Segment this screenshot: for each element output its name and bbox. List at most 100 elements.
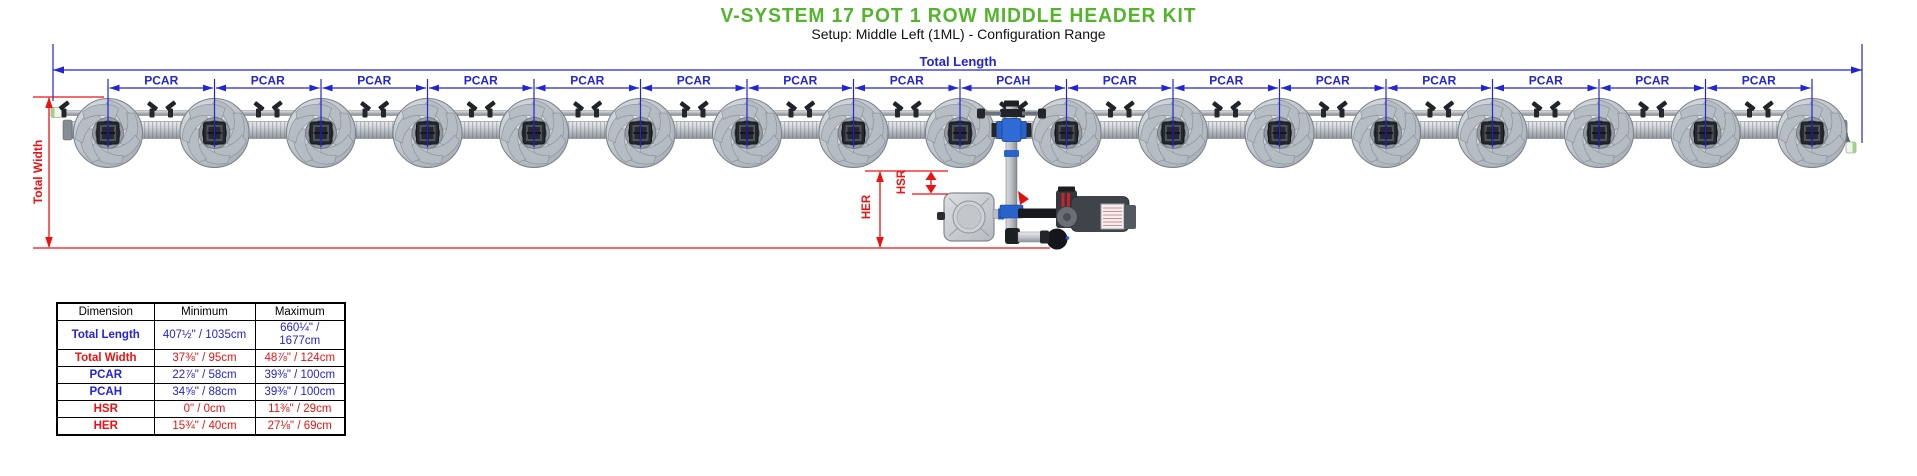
pot xyxy=(922,92,1002,174)
pump-head-center xyxy=(1063,213,1071,221)
cell-minimum: 407½" / 1035cm xyxy=(153,320,256,350)
dripper-barb xyxy=(466,101,478,111)
dripper-barb xyxy=(697,100,709,111)
pot xyxy=(1561,92,1641,174)
drip-end-cap-left-tip xyxy=(51,107,55,118)
total-width-arrow-down xyxy=(45,237,53,248)
gap-dim-label: PCAR xyxy=(783,74,817,88)
dripper-barb xyxy=(147,101,158,111)
dripper-clip xyxy=(1321,108,1326,118)
hsr-label: HSR xyxy=(896,169,908,194)
dripper-clip xyxy=(1108,108,1113,118)
header-bottom-elbow xyxy=(1005,228,1020,244)
header-riser-ring xyxy=(1004,150,1019,157)
dripper-barb xyxy=(1212,101,1223,111)
gap-arrow-right xyxy=(1055,84,1065,92)
dripper-barb xyxy=(1656,100,1668,111)
gap-arrow-left xyxy=(855,84,865,92)
gap-arrow-left xyxy=(642,84,652,92)
pot xyxy=(1028,92,1108,174)
dripper-clip xyxy=(274,108,280,118)
gap-arrow-left xyxy=(961,84,972,92)
pot xyxy=(602,92,682,174)
gap-dim-label: PCAR xyxy=(144,74,178,88)
gap-dim-label: PCAR xyxy=(1422,74,1456,88)
cell-dimension: HSR xyxy=(56,400,155,418)
dripper-barb xyxy=(591,100,603,111)
header-cross-fitting-body xyxy=(1001,118,1022,142)
dripper-clip xyxy=(1765,108,1771,118)
dripper-barb xyxy=(378,100,390,111)
gap-arrow-left xyxy=(1174,84,1185,92)
gap-arrow-left xyxy=(1068,84,1078,92)
gap-dim-label: PCAR xyxy=(890,74,924,88)
dripper-barb xyxy=(1123,100,1135,111)
dripper-clip xyxy=(682,108,687,118)
cell-maximum: 11⅜" / 29cm xyxy=(254,400,346,418)
dripper-barb xyxy=(1336,100,1348,111)
dripper-clip xyxy=(788,108,794,118)
dripper-clip xyxy=(575,108,581,118)
gap-dim-label: PCAR xyxy=(357,74,391,88)
pump-suction-pipe xyxy=(1018,208,1061,218)
dripper-barb xyxy=(892,101,904,111)
gap-dim-label: PCAR xyxy=(1209,74,1243,88)
gap-dim-label: PCAR xyxy=(570,74,604,88)
dripper-clip xyxy=(149,108,155,118)
gap-arrow-right xyxy=(1268,84,1278,92)
page-subtitle: Setup: Middle Left (1ML) - Configuration… xyxy=(811,26,1106,42)
dripper-clip xyxy=(469,108,474,118)
pump-filter-stripe-1 xyxy=(1061,193,1065,207)
dripper-clip xyxy=(1126,108,1132,118)
gap-arrow-right xyxy=(629,84,639,92)
dripper-clip xyxy=(1747,108,1752,118)
cell-dimension: PCAR xyxy=(56,366,155,384)
drip-end-cap-right-tip xyxy=(1852,142,1856,153)
gap-arrow-right xyxy=(309,84,320,92)
total-length-dimension: Total Length xyxy=(52,44,1863,143)
gap-arrow-left xyxy=(1707,84,1717,92)
pump-label-stripes xyxy=(1103,207,1122,226)
gap-arrow-left xyxy=(748,84,759,92)
cell-minimum: 37⅜" / 95cm xyxy=(153,349,256,367)
pump-filter-stripe-2 xyxy=(1067,193,1070,207)
dripper-barb xyxy=(271,100,283,111)
gap-arrow-right xyxy=(1800,84,1811,92)
gap-arrow-left xyxy=(1387,84,1398,92)
dripper-barb xyxy=(1318,101,1330,111)
cell-dimension: PCAH xyxy=(56,383,155,401)
gap-dim-label: PCAR xyxy=(251,74,285,88)
gap-arrow-left xyxy=(216,84,226,92)
gap-dim-label: PCAR xyxy=(1742,74,1776,88)
col-header-minimum: Minimum xyxy=(153,302,256,321)
pump-motor-end xyxy=(1124,205,1136,229)
dripper-clip xyxy=(700,108,706,118)
dripper-clip xyxy=(168,108,173,118)
header-drip-arm-left xyxy=(982,111,1001,116)
gap-arrow-right xyxy=(416,84,426,92)
pot xyxy=(283,92,363,174)
cell-minimum: 22⅞" / 58cm xyxy=(153,366,256,384)
flow-arrow xyxy=(1018,191,1029,205)
system-diagram: Total Length PCAR PCAR PCAR PCAR PCAR PCAR PCA… xyxy=(31,44,1863,250)
dripper-clip xyxy=(1446,108,1451,118)
dripper-barb xyxy=(1230,100,1242,111)
dripper-clip xyxy=(1552,108,1558,118)
gap-arrow-right xyxy=(1374,84,1385,92)
gap-dim-label: PCAH xyxy=(996,74,1030,88)
cell-dimension: Total Length xyxy=(56,320,155,350)
dripper-clip xyxy=(1640,108,1646,118)
gap-arrow-left xyxy=(535,84,546,92)
pot xyxy=(1454,92,1534,174)
pot xyxy=(1135,92,1215,174)
total-length-arrow-right xyxy=(1851,66,1862,74)
pot xyxy=(815,92,895,174)
cell-minimum: 0" / 0cm xyxy=(153,400,256,418)
gap-dim-label: PCAR xyxy=(1529,74,1563,88)
cell-minimum: 34⅝" / 88cm xyxy=(153,383,256,401)
dripper-barb xyxy=(58,100,70,111)
